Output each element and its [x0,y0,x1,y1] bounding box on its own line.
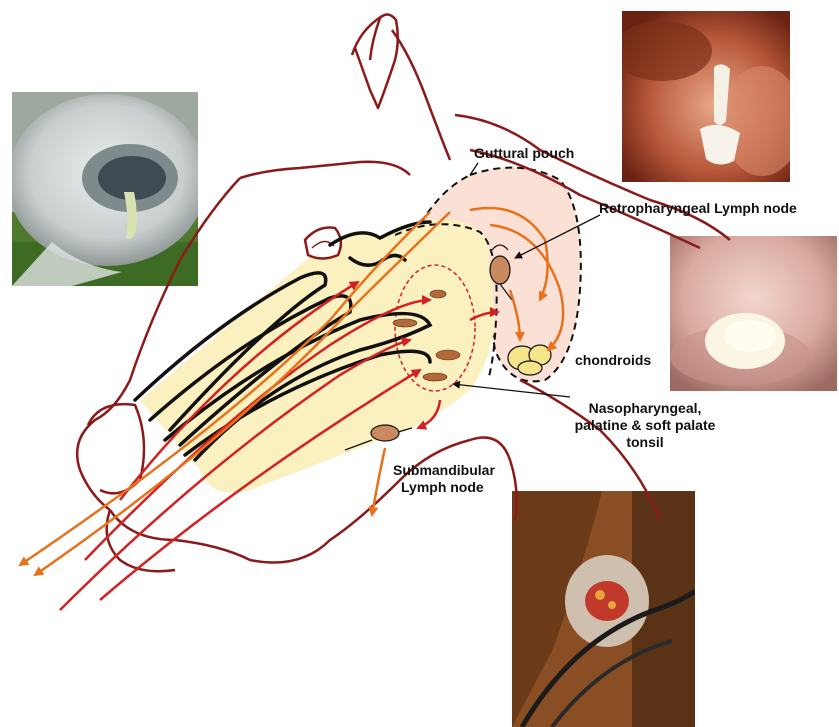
label-guttural-pouch: Guttural pouch [474,145,574,162]
label-tonsil-line1: Nasopharyngeal, [545,400,745,417]
label-chondroids: chondroids [575,352,651,369]
label-tonsil-line3: tonsil [545,434,745,451]
label-submandibular-line2: Lymph node [393,479,495,496]
label-tonsil-line2: palatine & soft palate [545,417,745,434]
label-retropharyngeal-lymph-node: Retropharyngeal Lymph node [599,200,797,217]
label-submandibular-line1: Submandibular [393,462,495,479]
label-submandibular-lymph-node: Submandibular Lymph node [393,462,495,496]
label-tonsil: Nasopharyngeal, palatine & soft palate t… [545,400,745,451]
